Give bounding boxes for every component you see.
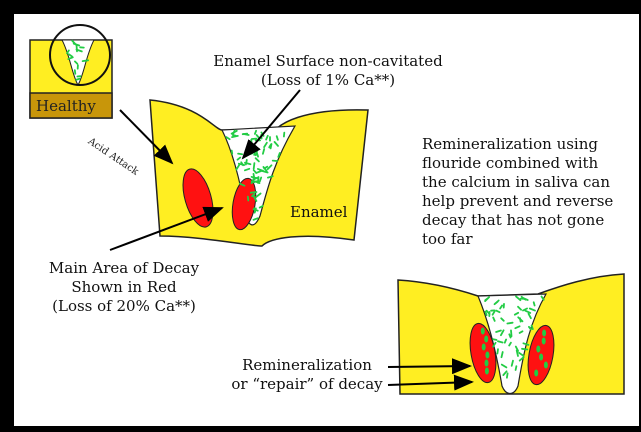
surface-caption-line1: Enamel Surface non-cavitated [198, 52, 458, 71]
surface-caption-line2: (Loss of 1% Ca**) [198, 71, 458, 90]
remin-text-line1: Remineralization using [422, 135, 613, 154]
repair-caption-line2: or “repair” of decay [222, 375, 392, 394]
decay-caption: Main Area of Decay Shown in Red (Loss of… [24, 259, 224, 316]
remineralization-text: Remineralization using flouride combined… [422, 135, 613, 249]
remin-text-line4: help prevent and reverse [422, 192, 613, 211]
surface-caption: Enamel Surface non-cavitated (Loss of 1%… [198, 52, 458, 90]
decay-caption-line2: Shown in Red [24, 278, 224, 297]
healthy-label: Healthy [36, 97, 96, 115]
decay-caption-line1: Main Area of Decay [24, 259, 224, 278]
repair-caption: Remineralization or “repair” of decay [222, 356, 392, 394]
remin-text-line5: decay that has not gone [422, 211, 613, 230]
remin-text-line2: flouride combined with [422, 154, 613, 173]
decay-caption-line3: (Loss of 20% Ca**) [24, 297, 224, 316]
remin-text-line3: the calcium in saliva can [422, 173, 613, 192]
enamel-label: Enamel [290, 203, 347, 222]
remin-text-line6: too far [422, 230, 613, 249]
repair-caption-line1: Remineralization [222, 356, 392, 375]
